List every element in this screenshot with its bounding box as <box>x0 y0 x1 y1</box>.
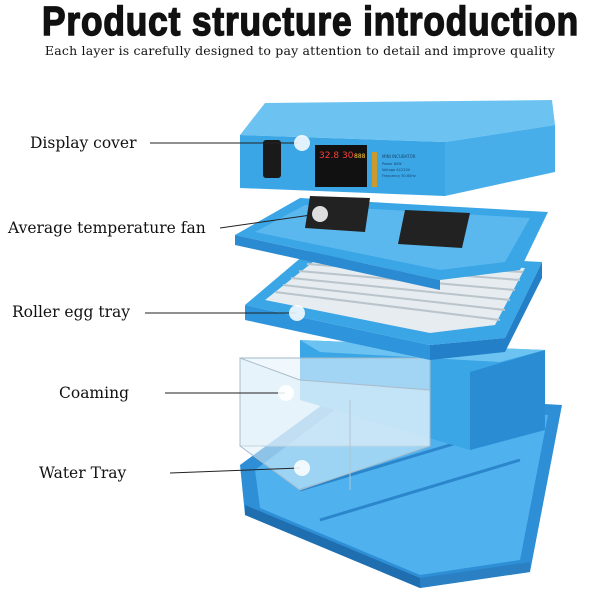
label-display-cover: Display cover <box>30 134 137 152</box>
label-roller-egg-tray: Roller egg tray <box>12 303 131 321</box>
label-average-temperature-fan: Average temperature fan <box>8 219 206 237</box>
display-cover: 32.8 30 888 MINI INCUBATOR Power 80W Vol… <box>240 100 555 196</box>
temp-readout: 32.8 <box>319 151 339 161</box>
marker-dots <box>278 135 328 476</box>
label-coaming: Coaming <box>59 384 129 402</box>
fan-icon <box>305 196 370 232</box>
led-display <box>315 145 367 187</box>
page-subtitle: Each layer is carefully designed to pay … <box>44 43 556 58</box>
panel-power: Power 80W <box>382 162 402 166</box>
panel-name: MINI INCUBATOR <box>382 154 416 159</box>
panel-voltage: Voltage AC220V <box>382 168 411 172</box>
fan-layer <box>235 196 548 290</box>
label-water-tray: Water Tray <box>39 464 127 482</box>
fan-icon <box>398 210 470 248</box>
days-readout: 888 <box>354 153 366 160</box>
page-title: Product structure introduction <box>41 0 580 45</box>
humidity-readout: 30 <box>342 151 354 161</box>
leader-lines <box>145 142 319 474</box>
power-socket-icon <box>263 140 281 178</box>
panel-frequency: Frequency 50-60Hz <box>382 174 416 178</box>
